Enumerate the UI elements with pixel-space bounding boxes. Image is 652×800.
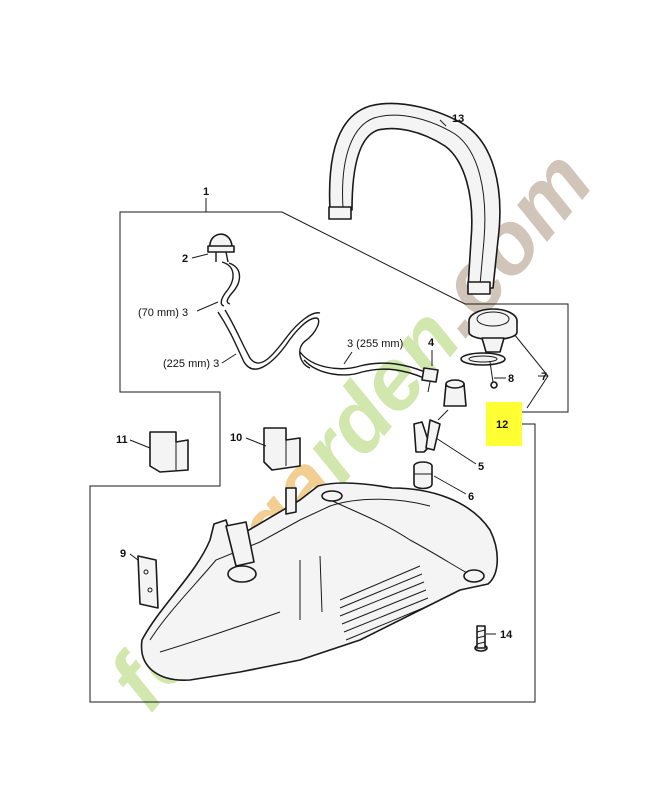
leader-6 [433,475,467,495]
part-11-plate [149,431,189,473]
hose-225mm-inner [224,309,321,364]
hose-255mm-inner [303,359,425,379]
fin-2 [339,573,423,609]
grommet-body [413,466,433,490]
retainer-strap [489,361,494,383]
fitting-leader [437,409,449,421]
part-2-primer [207,233,235,263]
leader-2 [191,253,209,259]
part-12-highlight [486,402,522,446]
part-9-plate [137,555,159,609]
fin-1 [339,565,421,601]
housing-ridge [321,495,481,581]
fin-5 [343,597,429,633]
part-10-plate [263,427,301,471]
cap-seal [460,352,506,366]
leader-11 [129,439,151,449]
housing-outer [140,482,499,681]
plate-9-hole-2 [147,587,153,593]
callout-3-255mm: 3 (255 mm) [347,338,403,350]
callout-8: 8 [508,373,514,385]
callout-2: 2 [182,253,188,265]
housing [140,482,499,681]
mount-hole-right [463,569,485,583]
leader-13 [439,119,447,127]
leader-3c [343,351,353,365]
callout-10: 10 [230,432,242,444]
callout-12: 12 [496,419,508,431]
fitting-top [445,379,465,389]
cap-seal-inner [468,355,498,363]
part-4-connector [421,367,439,393]
callout-labels: 1 2 (70 mm) 3 (225 mm) 3 3 (255 mm) 4 5 … [116,113,547,641]
handle-foot-right [467,281,491,295]
plate-10-body [263,427,301,471]
part-13-handle [328,102,501,295]
callout-4: 4 [428,337,435,349]
callout-9: 9 [120,548,126,560]
part-7-tank-cap [460,308,518,389]
callout-3-70mm: (70 mm) 3 [138,307,188,319]
leader-5 [435,437,477,465]
hose-255mm [299,351,426,373]
screw-thread [476,629,486,645]
callout-3-225mm: (225 mm) 3 [163,358,219,370]
fin-3 [339,581,425,617]
callout-6: 6 [468,491,474,503]
hose-70mm-inner [226,262,241,305]
primer-base [207,245,235,253]
clip-right [425,419,441,451]
handle-foot-left [328,206,352,220]
part-12-fitting [437,379,467,421]
housing-lower-edge [159,611,281,653]
callout-7: 7 [541,371,547,383]
callout-13: 13 [452,113,464,125]
cap-rim [468,321,518,341]
housing-post [285,487,297,515]
callout-14: 14 [500,629,513,641]
housing-inner-walls [299,555,323,620]
connector-tip [427,381,431,393]
cooling-fins [339,565,429,641]
part-6-grommet [413,461,433,490]
cap-grip [476,311,510,327]
leader-3b [221,353,237,364]
leader-9 [129,553,139,561]
housing-boss [227,565,257,583]
mount-hole-top [321,490,343,502]
leader-3a [196,301,219,312]
callout-5: 5 [478,461,484,473]
fin-6 [345,605,429,641]
callout-11: 11 [116,434,128,446]
part-3-hoses [217,261,426,379]
plate-11-body [149,431,189,473]
primer-nipples [215,251,229,263]
cap-thread [481,337,505,353]
housing-rim [149,498,431,641]
plate-9-body [137,555,159,609]
hose-225mm [217,311,320,370]
connector-body [421,367,439,383]
retainer-pin [490,381,498,389]
part-14-screw [474,625,488,652]
hose-70mm [220,261,234,307]
leader-10 [245,437,267,447]
handle-edge [342,114,486,286]
housing-column [225,521,255,567]
handle-body [328,102,501,289]
plate-9-hole-1 [143,569,149,575]
part-5-clip [413,419,441,453]
group-1-outline [89,211,569,703]
callout-1: 1 [203,186,209,198]
leader-lines [129,119,548,635]
fin-4 [341,589,427,625]
